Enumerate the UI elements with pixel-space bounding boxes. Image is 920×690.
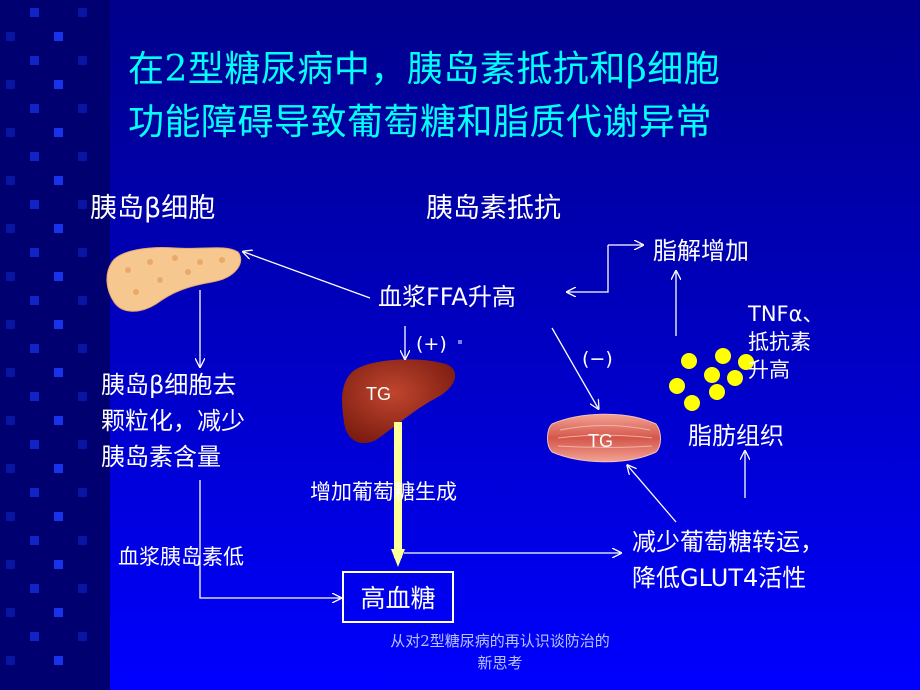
fat-droplets: [669, 348, 754, 411]
decorative-square: [78, 536, 87, 545]
decorative-square: [30, 632, 39, 641]
arrow-transport-to-muscle: [628, 466, 677, 523]
arrow-ffa-to-pancreas: [244, 252, 371, 299]
decorative-square: [78, 344, 87, 353]
arrow-low-insulin-to-hyperglycemia: [199, 480, 340, 598]
decorative-square: [30, 584, 39, 593]
decorative-square: [54, 128, 63, 137]
muscle-tg-label: TG: [588, 431, 613, 451]
decorative-square: [6, 32, 15, 41]
sign-plus: (+): [416, 333, 447, 355]
node-tnf-resistin: TNFα、 抵抗素 升高: [748, 300, 823, 384]
node-adipose-tissue: 脂肪组织: [688, 422, 784, 450]
node-tnf-line-3: 升高: [748, 358, 790, 382]
decorative-square: [54, 560, 63, 569]
decorative-square: [30, 440, 39, 449]
footer-line-2: 新思考: [477, 654, 523, 672]
decorative-square: [30, 536, 39, 545]
decorative-square: [30, 56, 39, 65]
decorative-square: [6, 128, 15, 137]
decorative-square: [30, 104, 39, 113]
footer-line-1: 从对2型糖尿病的再认识谈防治的: [390, 632, 610, 650]
node-tnf-line-1: TNFα、: [748, 302, 824, 326]
decorative-dot: [458, 340, 462, 344]
decorative-square: [54, 656, 63, 665]
node-beta-cell: 胰岛β细胞: [90, 193, 216, 224]
pancreas-illustration: [106, 247, 242, 312]
decorative-square: [6, 224, 15, 233]
node-low-insulin: 血浆胰岛素低: [118, 545, 244, 569]
decorative-square: [54, 32, 63, 41]
decorative-square: [30, 8, 39, 17]
decorative-square: [30, 248, 39, 257]
decorative-square: [78, 632, 87, 641]
decorative-square: [54, 80, 63, 89]
decorative-square: [6, 416, 15, 425]
decorative-square: [6, 512, 15, 521]
decorative-square: [78, 200, 87, 209]
arrow-ffa-to-muscle: [551, 327, 598, 408]
slide-footer: 从对2型糖尿病的再认识谈防治的 新思考: [340, 630, 660, 674]
decorative-square: [30, 200, 39, 209]
node-glucose-production: 增加葡萄糖生成: [310, 480, 457, 504]
node-ffa-up: 血浆FFA升高: [378, 283, 516, 311]
decorative-square: [6, 80, 15, 89]
decorative-square: [30, 344, 39, 353]
decorative-square: [78, 248, 87, 257]
decorative-square: [6, 464, 15, 473]
node-beta-degran-line-2: 颗粒化，减少: [101, 407, 245, 435]
decorative-square: [30, 296, 39, 305]
arrow-adipose-to-ffa: [568, 245, 609, 292]
node-glucose-transport-line-2: 降低GLUT4活性: [632, 564, 807, 592]
liver-illustration: [342, 359, 456, 444]
decorative-square: [30, 392, 39, 401]
decorative-square: [54, 320, 63, 329]
decorative-square: [6, 608, 15, 617]
decorative-square: [6, 176, 15, 185]
decorative-square: [6, 272, 15, 281]
node-beta-degranulation: 胰岛β细胞去 颗粒化，减少 胰岛素含量: [101, 367, 245, 475]
decorative-square: [6, 368, 15, 377]
decorative-square: [54, 176, 63, 185]
node-tnf-line-2: 抵抗素: [748, 330, 811, 354]
decorative-square: [78, 8, 87, 17]
decorative-square: [78, 488, 87, 497]
decorative-square: [78, 392, 87, 401]
decorative-square: [78, 296, 87, 305]
node-lipolysis-up: 脂解增加: [653, 237, 749, 265]
decorative-square: [54, 224, 63, 233]
decorative-square: [78, 440, 87, 449]
node-hyperglycemia: 高血糖: [342, 571, 454, 623]
muscle-fibers: [557, 425, 653, 448]
decorative-square: [78, 56, 87, 65]
decorative-square: [6, 560, 15, 569]
decorative-square: [78, 104, 87, 113]
sign-minus: (−): [582, 348, 613, 370]
decorative-square: [54, 368, 63, 377]
decorative-square: [6, 656, 15, 665]
node-beta-degran-line-1: 胰岛β细胞去: [101, 371, 237, 399]
decorative-side-strip: [0, 0, 110, 690]
decorative-square: [54, 416, 63, 425]
decorative-square: [30, 488, 39, 497]
liver-tg-label: TG: [366, 384, 391, 404]
slide-title-line-2: 功能障碍导致葡萄糖和脂质代谢异常: [128, 102, 713, 143]
node-glucose-transport: 减少葡萄糖转运， 降低GLUT4活性: [632, 524, 824, 596]
slide-title-line-1: 在2型糖尿病中，胰岛素抵抗和β细胞: [128, 49, 721, 90]
pancreas-texture: [125, 255, 225, 295]
decorative-square: [54, 464, 63, 473]
decorative-square: [78, 584, 87, 593]
decorative-square: [54, 272, 63, 281]
node-glucose-transport-line-1: 减少葡萄糖转运，: [632, 528, 824, 556]
decorative-square: [54, 512, 63, 521]
decorative-square: [30, 152, 39, 161]
decorative-square: [54, 608, 63, 617]
muscle-illustration: [547, 413, 661, 463]
decorative-square: [78, 152, 87, 161]
decorative-square: [6, 320, 15, 329]
node-beta-degran-line-3: 胰岛素含量: [101, 443, 221, 471]
node-insulin-resistance: 胰岛素抵抗: [426, 193, 561, 224]
